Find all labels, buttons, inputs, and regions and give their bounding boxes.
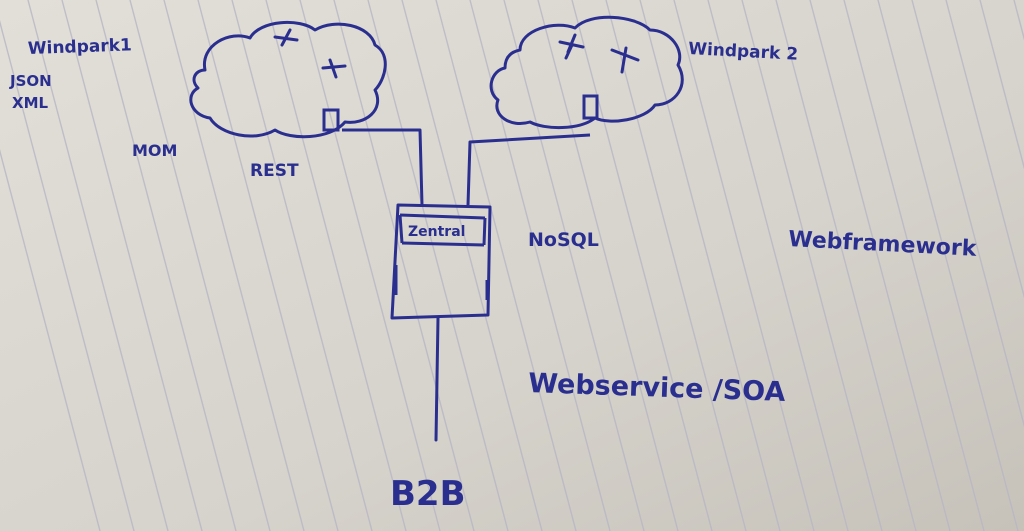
connection-windpark1-zentral <box>342 128 424 206</box>
ruling-line <box>673 0 815 531</box>
ruling-line <box>503 0 645 531</box>
ruling-line <box>95 0 237 531</box>
mom-label: MOM <box>132 141 177 160</box>
ruling-line <box>945 0 1024 299</box>
ruling-line <box>61 0 203 531</box>
ruling-line <box>537 0 679 531</box>
ruling-line <box>299 0 441 531</box>
xml-label: XML <box>12 94 48 112</box>
b2b-label: B2B <box>390 474 466 514</box>
ruling-line <box>877 0 1019 531</box>
ruling-line <box>333 0 475 531</box>
turbine-icon <box>321 58 347 79</box>
json-label: JSON <box>9 72 52 90</box>
connection-windpark2-zentral <box>466 133 591 206</box>
ruling-line <box>707 0 849 531</box>
zentral-box <box>390 203 492 320</box>
ruling-line <box>435 0 577 531</box>
nosql-label: NoSQL <box>528 229 599 251</box>
ruling-line <box>265 0 407 531</box>
ruling-line <box>979 0 1024 170</box>
ruling-line <box>741 0 883 531</box>
ruling-line <box>0 148 101 531</box>
ruling-line <box>605 0 747 531</box>
turbine-icon <box>610 46 640 74</box>
windpark2-cloud <box>489 15 684 130</box>
ruling-line <box>197 0 339 531</box>
ruling-line <box>775 0 917 531</box>
windpark1-gateway <box>322 108 340 132</box>
zentral-label: Zentral <box>408 224 465 240</box>
turbine-icon <box>558 33 585 60</box>
ruling-line <box>367 0 509 531</box>
ruling-line <box>0 20 135 531</box>
ruling-line <box>129 0 271 531</box>
windpark1-cloud <box>189 20 387 139</box>
ruling-line <box>231 0 373 531</box>
ruling-line <box>639 0 781 531</box>
ruling-line <box>911 0 1024 428</box>
ruling-line <box>809 0 951 531</box>
connection-zentral-b2b <box>434 316 440 442</box>
ruling-line <box>27 0 169 531</box>
ruling-line <box>163 0 305 531</box>
ruling-line <box>843 0 985 531</box>
turbine-icon <box>273 28 299 47</box>
ruling-line <box>469 0 611 531</box>
windpark2-gateway <box>582 94 599 120</box>
ruling-line <box>401 0 543 531</box>
windpark1-label: Windpark1 <box>27 35 132 59</box>
ruling-line <box>571 0 713 531</box>
rest-label: REST <box>250 161 299 181</box>
